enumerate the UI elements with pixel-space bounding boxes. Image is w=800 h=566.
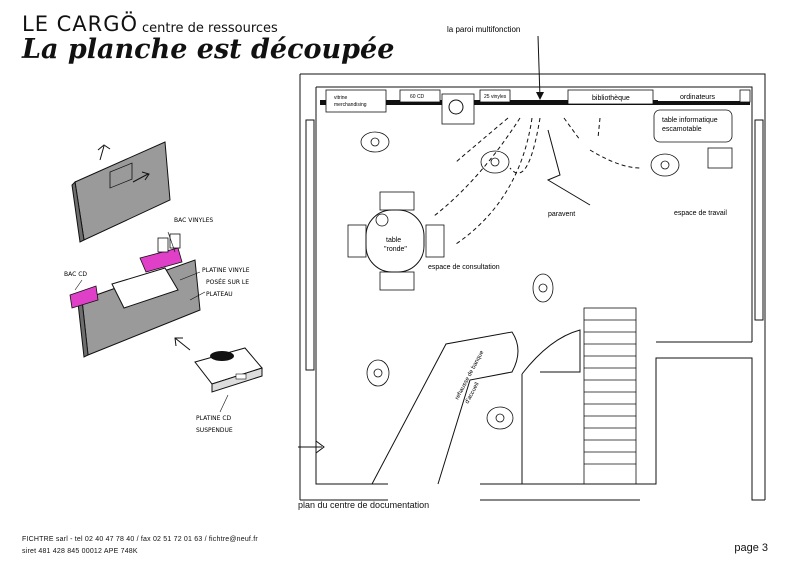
label-platine-vinyle-3: PLATEAU (206, 291, 233, 298)
table-ronde (347, 191, 445, 291)
table-informatique (653, 109, 733, 143)
label-table-ronde-1: table (386, 237, 401, 244)
page-headline: La planche est découpée (22, 34, 395, 65)
arrow-left-icon (174, 337, 191, 351)
footer-contact: FICHTRE sarl - tel 02 40 47 78 40 / fax … (22, 536, 258, 543)
arrow-up-icon (97, 144, 111, 161)
multifunction-wall (320, 89, 751, 125)
label-bac-vinyles: BAC VINYLES (174, 217, 213, 224)
arrow-right-icon (132, 171, 150, 183)
wall-label: la paroi multifonction (447, 25, 520, 34)
wall-cd: 60 CD (410, 94, 425, 100)
label-table-ronde-2: "ronde" (384, 246, 407, 253)
page-number: page 3 (734, 542, 768, 554)
wall-vitrine-2: merchandising (334, 102, 367, 108)
paravent-screen (546, 129, 591, 206)
platine-cd-drawing (174, 337, 263, 393)
panel-middle (69, 233, 206, 358)
wall-vitrine-1: vitrine (334, 95, 348, 101)
wall-bibliotheque: bibliothèque (592, 95, 630, 102)
label-platine-vinyle-2: POSÉE SUR LE (206, 278, 249, 286)
label-paravent: paravent (548, 211, 575, 218)
brand-name: LE CARGÖ (22, 12, 139, 36)
label-espace-consultation: espace de consultation (428, 264, 500, 271)
entrance-arrow-icon (298, 440, 325, 454)
brand-subtitle: centre de ressources (142, 21, 278, 36)
wall-vinyles: 25 vinyles (484, 94, 507, 100)
wall-ordinateurs: ordinateurs (680, 94, 716, 101)
label-platine-vinyle-1: PLATINE VINYLE (202, 267, 250, 274)
panel-top (71, 141, 171, 243)
label-table-info-2: escamotable (662, 126, 702, 133)
floor-plan: vitrine merchandising 60 CD 25 vinyles b… (298, 25, 766, 501)
label-table-info-1: table informatique (662, 117, 718, 124)
reception-desk (371, 329, 581, 485)
staircase (583, 307, 637, 485)
people-figures (360, 131, 680, 430)
plan-caption: plan du centre de documentation (298, 500, 430, 510)
label-platine-cd-1: PLATINE CD (196, 415, 232, 422)
label-espace-travail: espace de travail (674, 210, 727, 217)
computer-icon (707, 147, 733, 169)
footer-siret: siret 481 428 845 00012 APE 748K (22, 548, 138, 555)
arrow-down-icon (536, 92, 544, 100)
label-platine-cd-2: SUSPENDUE (196, 427, 233, 434)
label-bac-cd: BAC CD (64, 271, 87, 278)
furniture-sketch: BAC VINYLES BAC CD PLATINE VINYLE POSÉE … (64, 141, 263, 434)
flow-arrows (433, 117, 641, 245)
